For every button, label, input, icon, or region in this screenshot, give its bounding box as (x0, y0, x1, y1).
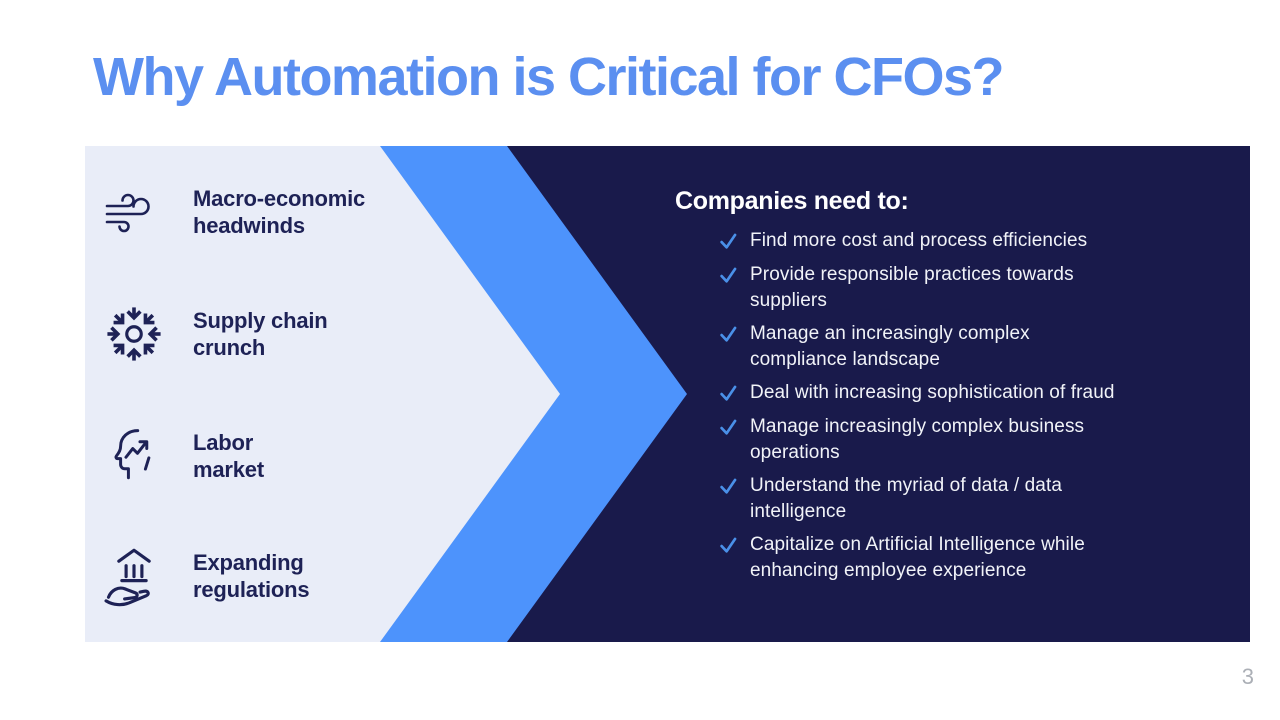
list-item-text: Manage an increasingly complex complianc… (750, 323, 1030, 370)
list-item-text: Deal with increasing sophistication of f… (750, 382, 1115, 403)
list-item-text: Understand the myriad of data / data int… (750, 475, 1063, 522)
list-item-text: Provide responsible practices towards su… (750, 264, 1074, 311)
light-panel-shape (85, 146, 560, 642)
list-item: Manage an increasingly complex complianc… (720, 321, 1235, 373)
challenge-item-macro-economic: Macro-economic headwinds (99, 176, 365, 248)
companies-need-block: Companies need to: Find more cost and pr… (675, 186, 1235, 591)
check-icon (720, 385, 737, 407)
challenges-list: Macro-economic headwinds (85, 146, 565, 642)
chevron-background (85, 146, 1250, 642)
list-item-text: Manage increasingly complex business ope… (750, 416, 1085, 463)
list-item: Find more cost and process efficiencies (720, 228, 1235, 255)
slide-title: Why Automation is Critical for CFOs? (93, 47, 1005, 107)
check-icon (720, 537, 737, 559)
check-list: Find more cost and process efficiencies … (720, 228, 1235, 584)
challenge-label: Macro-economic headwinds (193, 186, 366, 238)
page-number: 3 (1241, 664, 1254, 689)
content-panel: Macro-economic headwinds (85, 146, 1250, 642)
list-item: Manage increasingly complex business ope… (720, 414, 1235, 466)
right-panel-heading: Companies need to: (675, 187, 909, 215)
bank-in-hand-icon (99, 540, 169, 612)
list-item: Provide responsible practices towards su… (720, 262, 1235, 314)
list-item-text: Find more cost and process efficiencies (750, 230, 1088, 251)
list-item: Understand the myriad of data / data int… (720, 473, 1235, 525)
challenge-item-supply-chain: Supply chain crunch (99, 298, 328, 370)
challenge-label: Supply chain crunch (193, 308, 328, 360)
challenge-item-labor-market: Labor market (99, 420, 264, 492)
challenge-label: Labor market (193, 430, 264, 482)
check-icon (720, 326, 737, 348)
converging-arrows-icon (99, 298, 169, 370)
challenge-item-regulations: Expanding regulations (99, 540, 310, 612)
head-trend-icon (99, 420, 169, 492)
check-icon (720, 267, 737, 289)
check-icon (720, 478, 737, 500)
list-item: Deal with increasing sophistication of f… (720, 380, 1235, 407)
list-item-text: Capitalize on Artificial Intelligence wh… (750, 534, 1085, 581)
check-icon (720, 233, 737, 255)
challenge-label: Expanding regulations (193, 550, 310, 602)
check-icon (720, 419, 737, 441)
wind-icon (99, 176, 169, 248)
list-item: Capitalize on Artificial Intelligence wh… (720, 532, 1235, 584)
